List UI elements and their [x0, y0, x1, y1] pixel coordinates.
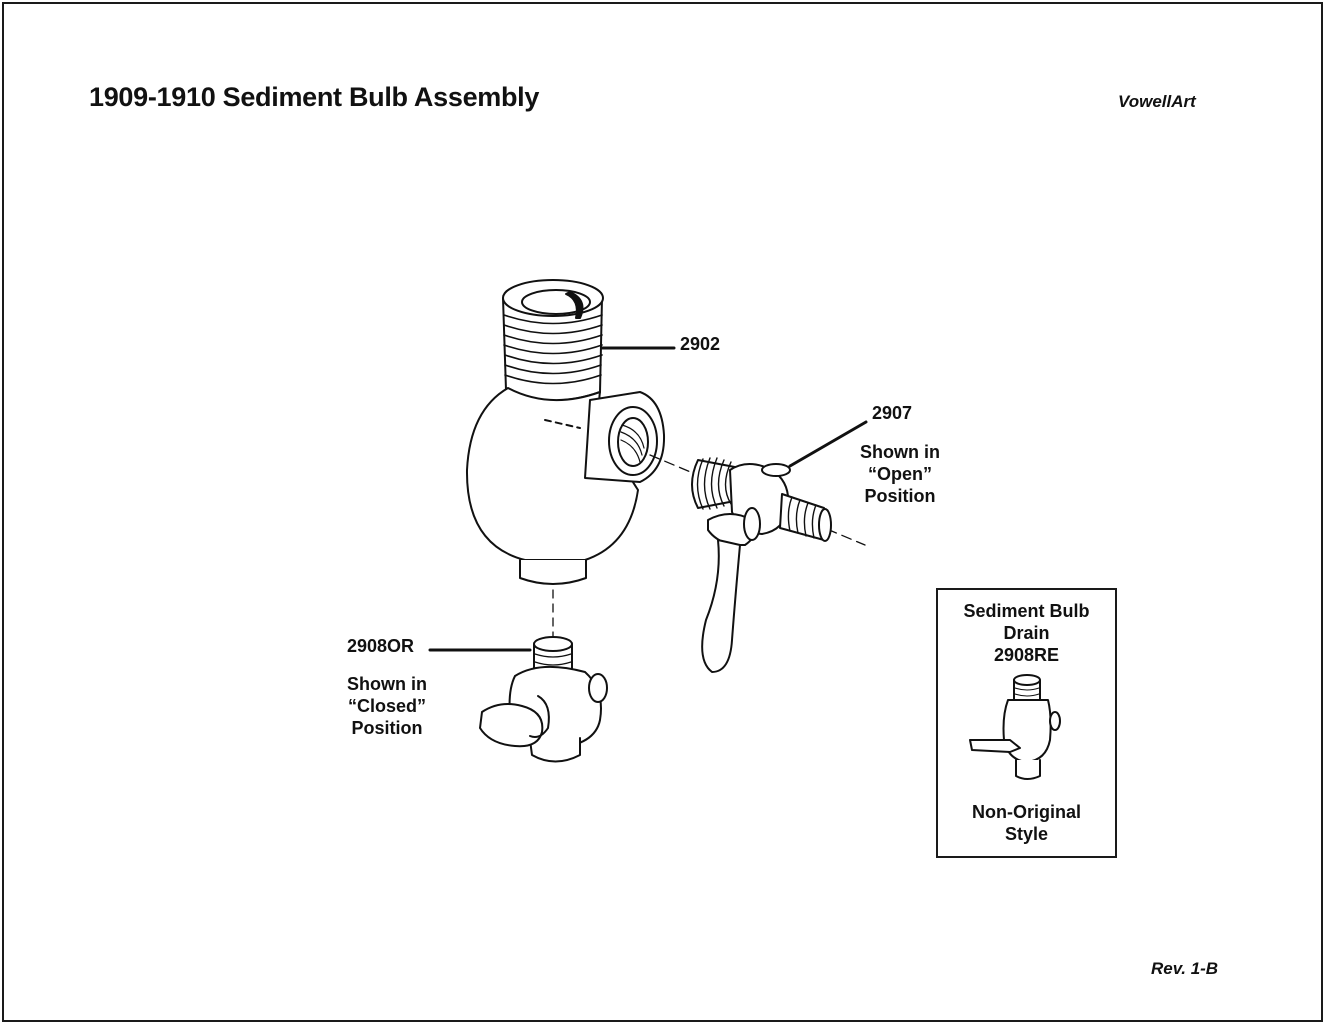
drain-cock-2907 — [691, 457, 832, 673]
note-line: “Open” — [867, 464, 932, 484]
open-position-note: Shown in “Open” Position — [840, 441, 960, 507]
inset-heading-line: 2908RE — [993, 645, 1060, 665]
note-line: Position — [351, 718, 423, 738]
inset-heading: Sediment Bulb Drain 2908RE — [938, 600, 1115, 666]
inset-footer-line: Non-Original — [972, 802, 1081, 822]
note-line: Shown in — [860, 442, 940, 462]
drain-2908re-illustration — [969, 674, 1061, 780]
part-number-2902: 2902 — [680, 334, 721, 354]
part-number-2907: 2907 — [872, 403, 913, 423]
revision-label: Rev. 1-B — [1151, 959, 1219, 978]
inset-box-2908re: Sediment Bulb Drain 2908RE Non-Original … — [936, 588, 1117, 858]
inset-heading-line: Sediment Bulb — [963, 601, 1090, 621]
inset-heading-line: Drain — [1003, 623, 1050, 643]
brand-signature: VowellArt — [1118, 92, 1196, 111]
inset-footer-line: Style — [1004, 824, 1049, 844]
note-line: “Closed” — [347, 696, 426, 716]
note-line: Shown in — [347, 674, 427, 694]
closed-position-note: Shown in “Closed” Position — [327, 673, 447, 739]
drawing-title: 1909-1910 Sediment Bulb Assembly — [89, 82, 540, 112]
sediment-bulb-2902 — [465, 279, 666, 585]
inset-footer: Non-Original Style — [938, 801, 1115, 845]
drain-cock-2908or — [479, 636, 608, 763]
part-number-2908or: 2908OR — [347, 636, 415, 656]
note-line: Position — [864, 486, 936, 506]
